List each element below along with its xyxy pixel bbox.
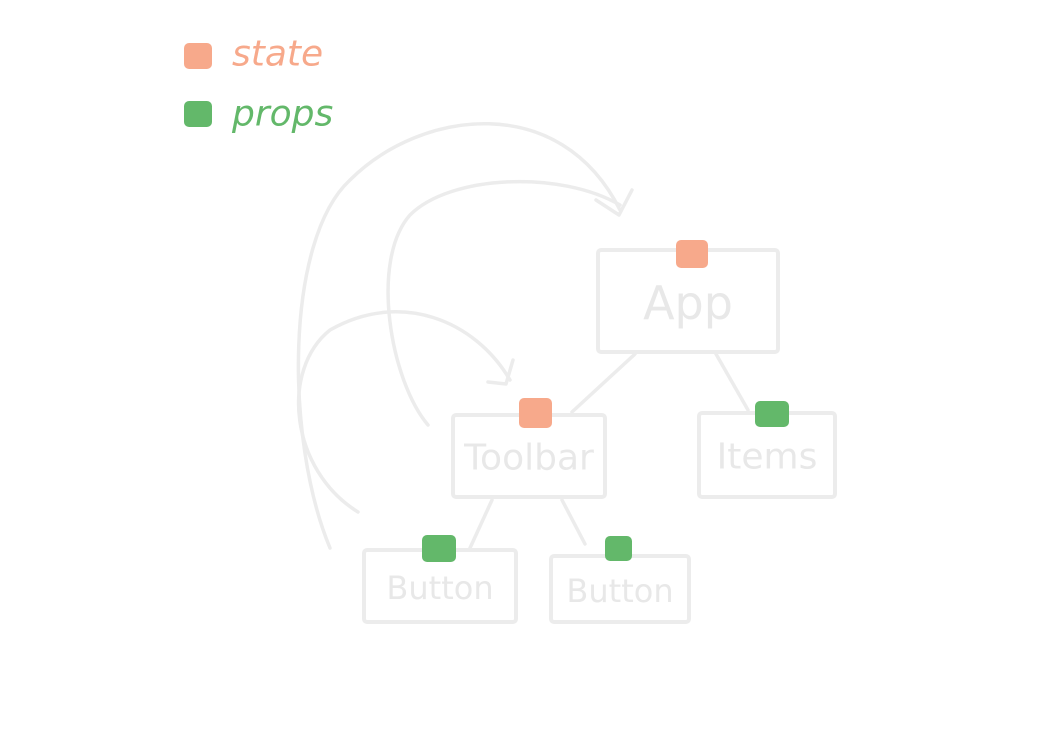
state-marker — [519, 398, 552, 428]
legend-item-props: props — [184, 94, 333, 135]
node-button1: Button — [362, 535, 518, 624]
node-label: Toolbar — [463, 438, 594, 479]
node-toolbar: Toolbar — [451, 398, 607, 499]
edge-toolbar-button2 — [560, 498, 587, 546]
arrowhead-button1-app — [594, 188, 634, 217]
legend-label: state — [232, 34, 323, 75]
legend: state props — [184, 34, 333, 135]
state-marker — [676, 240, 708, 268]
node-label: App — [643, 276, 733, 330]
props-marker — [422, 535, 456, 562]
legend-item-state: state — [184, 34, 323, 75]
edge-app-items — [714, 352, 750, 412]
legend-label: props — [231, 94, 333, 135]
arrowhead-button1-toolbar — [486, 358, 515, 386]
props-marker — [755, 401, 789, 427]
node-items: Items — [697, 401, 837, 499]
node-label: Items — [717, 437, 818, 478]
edge-toolbar-button1 — [468, 498, 494, 550]
callback-arrow-button1-toolbar — [296, 310, 512, 514]
node-label: Button — [386, 569, 493, 607]
callback-arrow-toolbar-app — [386, 179, 622, 427]
props-marker — [605, 536, 632, 561]
legend-swatch — [184, 43, 212, 69]
legend-swatch — [184, 101, 212, 127]
edge-app-toolbar — [570, 352, 637, 414]
node-app: App — [596, 240, 780, 354]
edges-layer — [296, 122, 750, 550]
node-label: Button — [566, 572, 673, 610]
node-button2: Button — [549, 536, 691, 624]
